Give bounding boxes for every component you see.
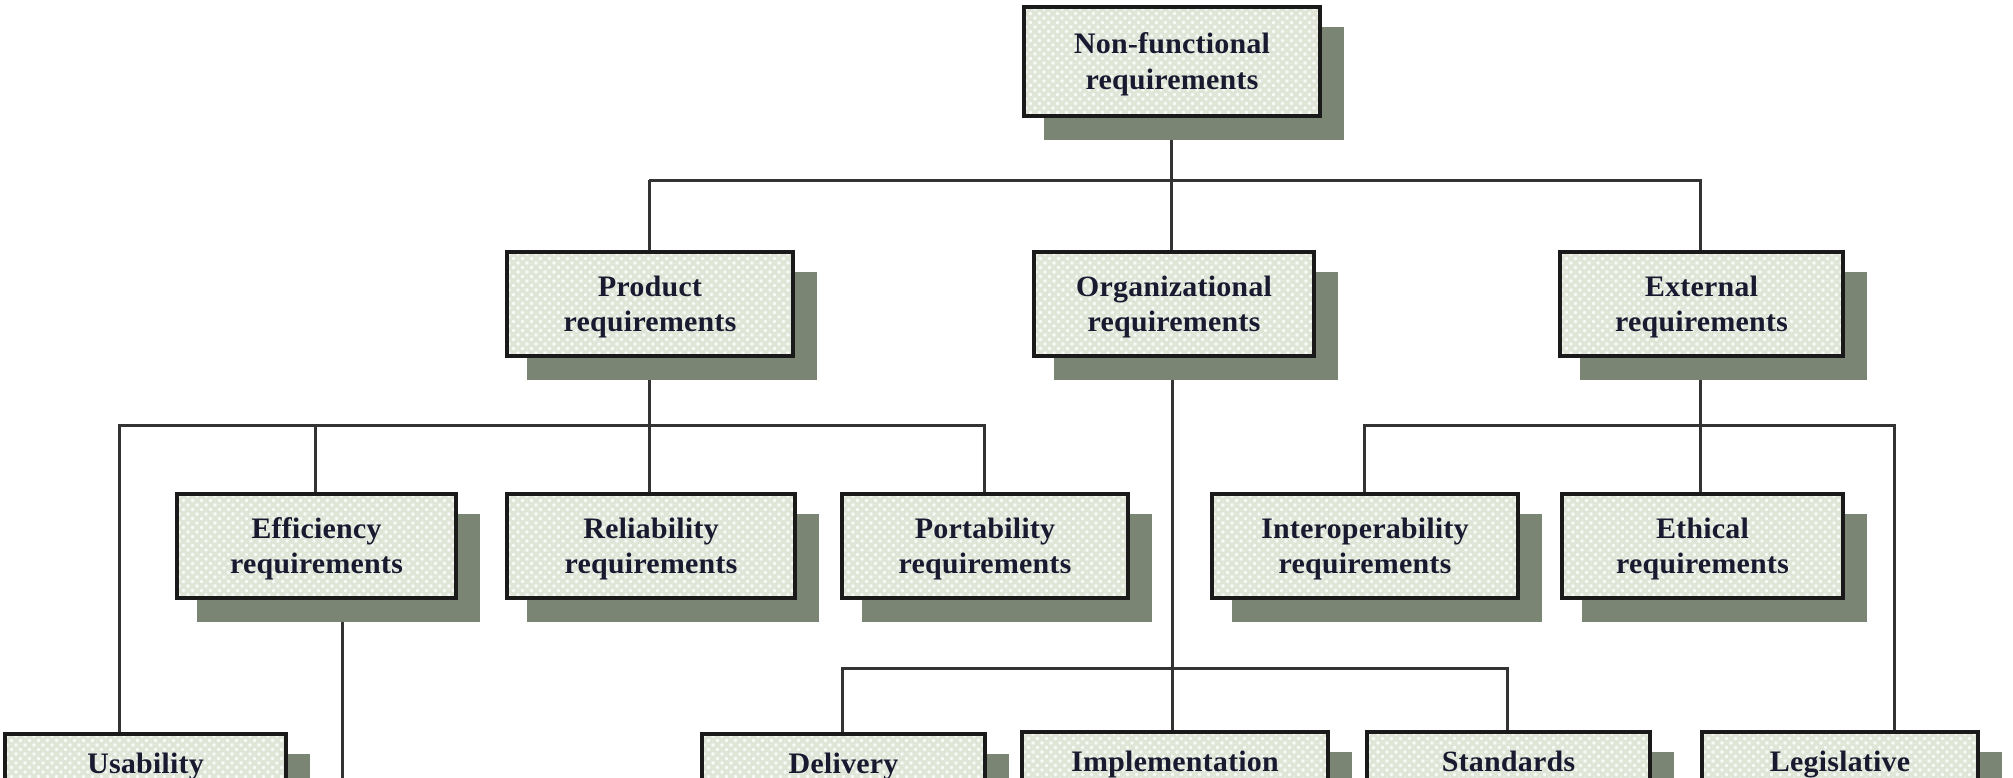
node-label: Ethical requirements — [1616, 511, 1789, 580]
connector-bus-product-children — [118, 424, 986, 427]
node-legislative-requirements: Legislative — [1700, 730, 1980, 778]
node-label: External requirements — [1615, 269, 1788, 338]
connector-bus1-to-external — [1699, 180, 1702, 250]
node-label: Implementation — [1071, 745, 1279, 778]
connector-bus4-to-legislative — [1893, 425, 1896, 730]
node-usability-requirements: Usability — [3, 732, 288, 778]
node-efficiency-requirements: Efficiency requirements — [175, 492, 458, 600]
node-ethical-requirements: Ethical requirements — [1560, 492, 1845, 600]
node-organizational-requirements: Organizational requirements — [1032, 250, 1316, 358]
connector-bus1-to-product — [648, 180, 651, 250]
connector-bus4-to-interoperability — [1363, 425, 1366, 492]
node-label: Organizational requirements — [1075, 269, 1273, 338]
node-label: Legislative — [1769, 745, 1911, 778]
connector-bus2-to-efficiency — [314, 425, 317, 492]
connector-bus3-to-delivery — [841, 668, 844, 732]
connector-bus-external-children — [1363, 424, 1896, 427]
node-label: Delivery — [788, 747, 899, 778]
connector-efficiency-down — [341, 600, 344, 778]
node-label: Efficiency requirements — [230, 511, 403, 580]
node-implementation-requirements: Implementation — [1020, 730, 1330, 778]
node-nonfunctional-requirements: Non-functional requirements — [1022, 5, 1322, 118]
node-label: Usability — [87, 747, 204, 778]
node-label: Standards — [1441, 745, 1576, 778]
connector-bus-organizational-children — [841, 667, 1509, 670]
node-standards-requirements: Standards — [1365, 730, 1652, 778]
node-label: Reliability requirements — [564, 511, 738, 580]
node-external-requirements: External requirements — [1558, 250, 1845, 358]
node-product-requirements: Product requirements — [505, 250, 795, 358]
connector-bus2-to-portability — [983, 425, 986, 492]
node-label: Interoperability requirements — [1261, 511, 1469, 580]
connector-root-to-organizational — [1170, 118, 1173, 250]
node-label: Product requirements — [563, 269, 737, 338]
node-reliability-requirements: Reliability requirements — [505, 492, 797, 600]
node-portability-requirements: Portability requirements — [840, 492, 1130, 600]
node-label: Non-functional requirements — [1073, 27, 1271, 96]
connector-organizational-to-implementation — [1171, 358, 1174, 730]
connector-bus2-to-usability — [118, 425, 121, 732]
node-label: Portability requirements — [898, 511, 1072, 580]
node-interoperability-requirements: Interoperability requirements — [1210, 492, 1520, 600]
connector-bus3-to-standards — [1506, 668, 1509, 730]
node-delivery-requirements: Delivery — [700, 732, 987, 778]
connector-bus-level1 — [649, 179, 1702, 182]
